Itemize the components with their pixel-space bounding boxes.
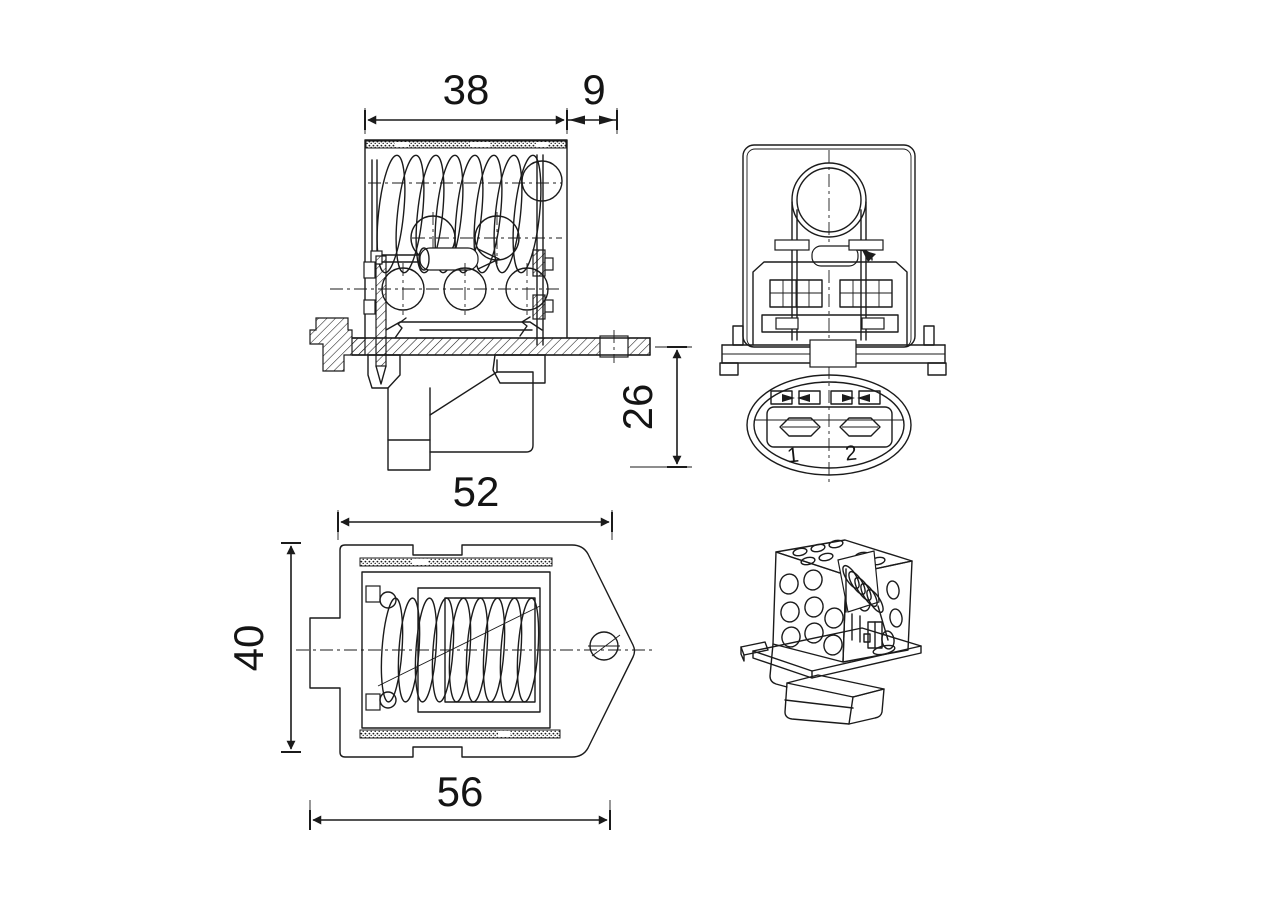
dimension-26-label: 26 bbox=[614, 384, 661, 431]
resistor-coil-plan bbox=[377, 597, 541, 703]
plan-outline bbox=[309, 544, 636, 758]
terminal-1-label: 1 bbox=[786, 443, 800, 467]
dimension-9-label: 9 bbox=[582, 66, 605, 113]
crimp-cap bbox=[774, 239, 884, 267]
housing-outline bbox=[364, 139, 568, 339]
connector-body-section bbox=[367, 354, 546, 471]
terminal-pointer-icon bbox=[842, 394, 855, 402]
mounting-flange bbox=[309, 317, 651, 372]
side-view: 1 2 bbox=[719, 144, 947, 482]
ceramic-body bbox=[752, 261, 908, 346]
dimension-38-label: 38 bbox=[443, 66, 490, 113]
dimension-38: 38 bbox=[364, 66, 568, 134]
left-terminal-strip bbox=[363, 255, 387, 385]
flange-band bbox=[719, 325, 947, 376]
inner-housing bbox=[359, 557, 561, 739]
resistor-coil bbox=[371, 154, 542, 274]
iso-connector bbox=[769, 643, 885, 725]
dimension-40: 40 bbox=[225, 542, 301, 753]
dimension-52-label: 52 bbox=[453, 468, 500, 515]
isometric-view bbox=[740, 539, 922, 725]
dimension-26: 26 bbox=[614, 346, 692, 468]
terminal-2-label: 2 bbox=[844, 441, 858, 465]
right-terminal-strip bbox=[532, 154, 554, 346]
top-knurled-strip bbox=[365, 140, 567, 149]
inner-base bbox=[385, 316, 543, 339]
connector-socket: 1 2 bbox=[746, 374, 912, 476]
terminal-pointer-icon bbox=[797, 394, 810, 402]
plan-view: 52 40 56 bbox=[225, 468, 652, 830]
terminal-pointer-icon bbox=[782, 394, 795, 402]
screw-hole bbox=[588, 631, 621, 661]
dimension-52: 52 bbox=[337, 468, 613, 540]
dimension-56-label: 56 bbox=[437, 768, 484, 815]
dimension-56: 56 bbox=[309, 768, 611, 830]
front-view: 38 9 26 bbox=[309, 66, 692, 471]
dimension-9: 9 bbox=[567, 66, 618, 134]
iso-flange bbox=[740, 627, 922, 679]
terminal-pointer-icon bbox=[857, 394, 870, 402]
iso-housing bbox=[772, 539, 913, 663]
iso-coil bbox=[837, 550, 889, 649]
dimension-40-label: 40 bbox=[225, 625, 272, 672]
rivet-hole bbox=[521, 160, 563, 202]
